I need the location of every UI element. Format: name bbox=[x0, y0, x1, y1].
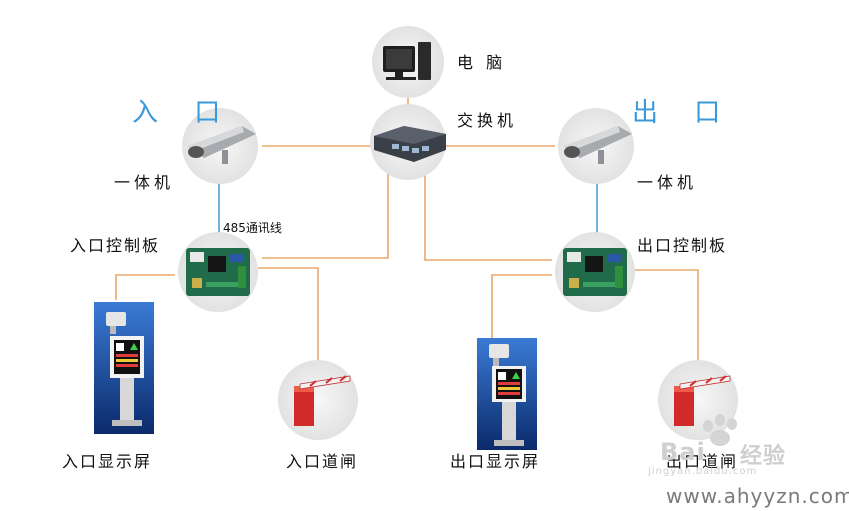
entry-title: 入 口 bbox=[132, 98, 235, 128]
rs485-wire-label: 485通讯线 bbox=[223, 221, 282, 235]
entry-camera-label: 一体机 bbox=[114, 173, 175, 192]
entry-board-label: 入口控制板 bbox=[70, 236, 161, 255]
network-switch-icon bbox=[370, 104, 446, 180]
wire-entry-board-display bbox=[115, 274, 175, 300]
camera-icon bbox=[558, 108, 634, 184]
wire-exit-board-gate bbox=[632, 269, 699, 368]
switch-label: 交换机 bbox=[457, 111, 518, 130]
exit-gate-label: 出口道闸 bbox=[666, 452, 739, 471]
control-board-icon bbox=[178, 232, 258, 312]
entry-gate-label: 入口道闸 bbox=[286, 452, 359, 471]
display-kiosk-icon bbox=[477, 338, 537, 450]
exit-title: 出 口 bbox=[632, 98, 735, 128]
watermark-logo: Bai bbox=[660, 438, 706, 466]
barrier-gate-icon bbox=[278, 360, 358, 440]
wire-switch-exit-board bbox=[424, 160, 552, 261]
wire-exit-board-display bbox=[491, 274, 552, 338]
entry-display-label: 入口显示屏 bbox=[62, 452, 153, 471]
wire-switch-entry-board bbox=[262, 160, 389, 259]
control-board-icon bbox=[555, 232, 635, 312]
exit-camera-label: 一体机 bbox=[637, 173, 698, 192]
watermark-site: www.ahyyzn.com bbox=[666, 484, 849, 508]
barrier-gate-icon bbox=[658, 360, 738, 440]
exit-board-label: 出口控制板 bbox=[637, 236, 728, 255]
display-kiosk-icon bbox=[94, 302, 154, 434]
computer-icon bbox=[372, 26, 444, 98]
watermark-paw-icon bbox=[703, 414, 737, 446]
watermark-logo-sub: 经验 bbox=[740, 444, 787, 469]
wire-entry-board-gate bbox=[258, 267, 319, 368]
exit-display-label: 出口显示屏 bbox=[450, 452, 541, 471]
connection-lines bbox=[115, 85, 699, 368]
camera-icon bbox=[182, 108, 258, 184]
computer-label: 电 脑 bbox=[457, 53, 507, 72]
watermark-domain-small: jingyan.baidu.com bbox=[648, 466, 758, 477]
